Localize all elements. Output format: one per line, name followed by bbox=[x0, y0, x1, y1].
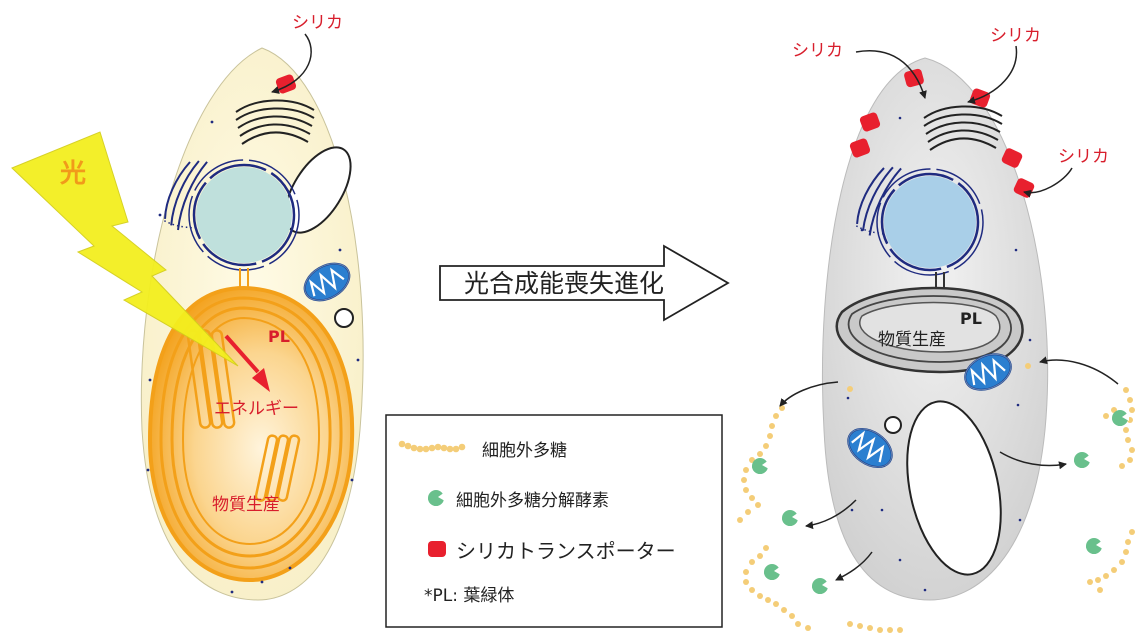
enzyme-icon bbox=[752, 458, 769, 474]
nucleus bbox=[884, 176, 976, 268]
enzyme-icon bbox=[1112, 410, 1129, 426]
plastid bbox=[147, 285, 355, 583]
energy-arrow bbox=[224, 334, 270, 392]
right-plastid-label: PL bbox=[960, 309, 982, 328]
left-plastid-label: PL bbox=[268, 327, 290, 346]
enzyme-icon bbox=[764, 564, 781, 580]
transition-arrow: 光合成能喪失進化 bbox=[439, 244, 730, 322]
secretion-arrows bbox=[779, 356, 1119, 581]
light-label: 光 bbox=[59, 159, 86, 189]
right-cell bbox=[821, 57, 1049, 601]
legend: 細胞外多糖 細胞外多糖分解酵素 シリカトランスポーター *PL: 葉緑体 bbox=[385, 414, 723, 628]
legend-item-enzyme: 細胞外多糖分解酵素 bbox=[456, 491, 609, 511]
enzyme-icon bbox=[1086, 538, 1103, 554]
enzyme-icon bbox=[1074, 452, 1091, 468]
energy-label: エネルギー bbox=[214, 399, 299, 419]
legend-item-polysaccharide: 細胞外多糖 bbox=[482, 441, 567, 461]
right-silica-label-1: シリカ bbox=[792, 41, 843, 61]
polysaccharide-chains bbox=[737, 363, 1135, 633]
nucleus bbox=[196, 167, 292, 263]
enzyme-icon bbox=[782, 510, 799, 526]
right-silica-label-2: シリカ bbox=[990, 26, 1041, 46]
nuclear-envelope bbox=[880, 172, 980, 272]
right-silica-label-3: シリカ bbox=[1058, 147, 1109, 167]
right-production-label: 物質生産 bbox=[878, 330, 946, 350]
left-cell bbox=[140, 47, 364, 601]
polysaccharide-chain-icon bbox=[398, 440, 466, 453]
vacuole bbox=[906, 400, 1002, 576]
left-silica-label: シリカ bbox=[292, 13, 343, 33]
nuclear-envelope bbox=[192, 163, 296, 267]
silica-uptake-arrow bbox=[271, 33, 312, 94]
reduced-plastid bbox=[835, 286, 1024, 374]
silica-transporter-legend-icon bbox=[428, 541, 446, 557]
membrane-dots bbox=[846, 116, 1032, 592]
light-bolt-icon bbox=[11, 131, 239, 367]
transition-arrow-label: 光合成能喪失進化 bbox=[464, 269, 664, 298]
legend-footnote: *PL: 葉緑体 bbox=[424, 586, 514, 606]
membrane-dots bbox=[146, 120, 360, 594]
enzyme-icon bbox=[812, 578, 829, 594]
legend-item-silica-transporter: シリカトランスポーター bbox=[456, 539, 676, 563]
left-production-label: 物質生産 bbox=[212, 495, 280, 515]
